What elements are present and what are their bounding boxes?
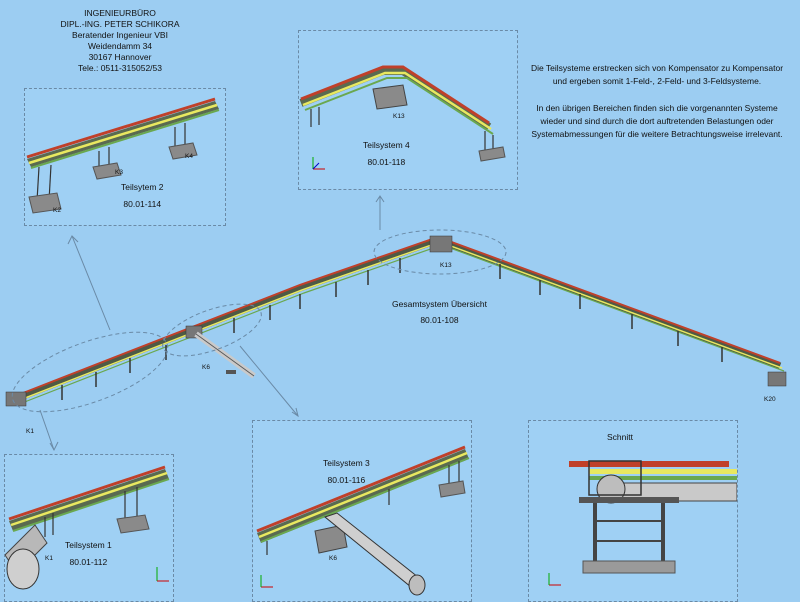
teilsystem-4-title: Teilsystem 4 <box>363 140 410 150</box>
teilsystem-1-drawing <box>5 465 170 590</box>
teilsystem-3-title: Teilsystem 3 <box>323 458 370 468</box>
axis-icon <box>312 157 325 170</box>
overview-code: 80.01-108 <box>420 315 459 325</box>
panel-teilsystem-2: K2 K3 K4 Teilsytem 2 80.01-114 <box>24 88 226 226</box>
teilsystem-4-drawing <box>299 65 506 170</box>
marker-k4: K4 <box>185 153 193 160</box>
schnitt-drawing <box>548 460 737 586</box>
support-bents <box>61 258 723 400</box>
schnitt-title: Schnitt <box>607 432 633 442</box>
overview-label: Gesamtsystem Übersicht 80.01-108 <box>392 298 487 327</box>
teilsystem-2-label: Teilsytem 2 80.01-114 <box>121 181 164 211</box>
marker-k6-detail: K6 <box>329 555 337 562</box>
explanation-note: Die Teilsysteme erstrecken sich von Komp… <box>528 62 786 155</box>
engineer-title: Beratender Ingenieur VBI <box>72 30 168 40</box>
note-paragraph-2: In den übrigen Bereichen finden sich die… <box>531 103 783 139</box>
teilsystem-1-title: Teilsystem 1 <box>65 540 112 550</box>
detail-ellipses <box>11 229 507 413</box>
office-name: INGENIEURBÜRO <box>84 8 156 18</box>
axis-icon <box>260 575 273 588</box>
panel-teilsystem-3: K6 Teilsystem 3 80.01-116 <box>252 420 472 602</box>
main-pipeline <box>16 235 785 404</box>
branch-pipe <box>194 331 256 379</box>
teilsystem-4-code: 80.01-118 <box>367 157 406 167</box>
teilsystem-3-drawing <box>256 445 470 596</box>
panel-schnitt: Schnitt <box>528 420 738 602</box>
marker-k1: K1 <box>26 428 34 435</box>
support-foundations <box>5 235 787 407</box>
teilsystem-4-label: Teilsystem 4 80.01-118 <box>363 139 410 169</box>
teilsystem-2-code: 80.01-114 <box>123 199 162 209</box>
teilsystem-1-code: 80.01-112 <box>69 557 108 567</box>
teilsystem-1-label: Teilsystem 1 80.01-112 <box>65 539 112 569</box>
marker-k6: K6 <box>202 364 210 371</box>
marker-k13-detail: K13 <box>393 113 405 120</box>
panel-teilsystem-1: K1 Teilsystem 1 80.01-112 <box>4 454 174 602</box>
marker-k1-detail: K1 <box>45 555 53 562</box>
connector-arrows <box>39 195 385 452</box>
engineer-name: DIPL.-ING. PETER SCHIKORA <box>60 19 180 29</box>
marker-k2: K2 <box>53 207 61 214</box>
office-city: 30167 Hannover <box>88 52 152 62</box>
axis-icon <box>548 573 561 586</box>
note-paragraph-1: Die Teilsysteme erstrecken sich von Komp… <box>530 63 784 86</box>
office-street: Weidendamm 34 <box>87 41 153 51</box>
teilsystem-2-title: Teilsytem 2 <box>121 182 164 192</box>
office-header: INGENIEURBÜRO DIPL.-ING. PETER SCHIKORA … <box>40 8 200 74</box>
marker-k3: K3 <box>115 169 123 176</box>
office-phone: Tele.: 0511-315052/53 <box>78 63 162 73</box>
marker-k13: K13 <box>440 262 452 269</box>
teilsystem-3-code: 80.01-116 <box>327 475 366 485</box>
teilsystem-2-drawing <box>26 97 220 214</box>
panel-teilsystem-4: K13 Teilsystem 4 80.01-118 <box>298 30 518 190</box>
teilsystem-3-label: Teilsystem 3 80.01-116 <box>323 457 370 487</box>
axis-icon <box>156 567 169 582</box>
overview-title: Gesamtsystem Übersicht <box>392 299 487 309</box>
marker-k20: K20 <box>764 396 776 403</box>
